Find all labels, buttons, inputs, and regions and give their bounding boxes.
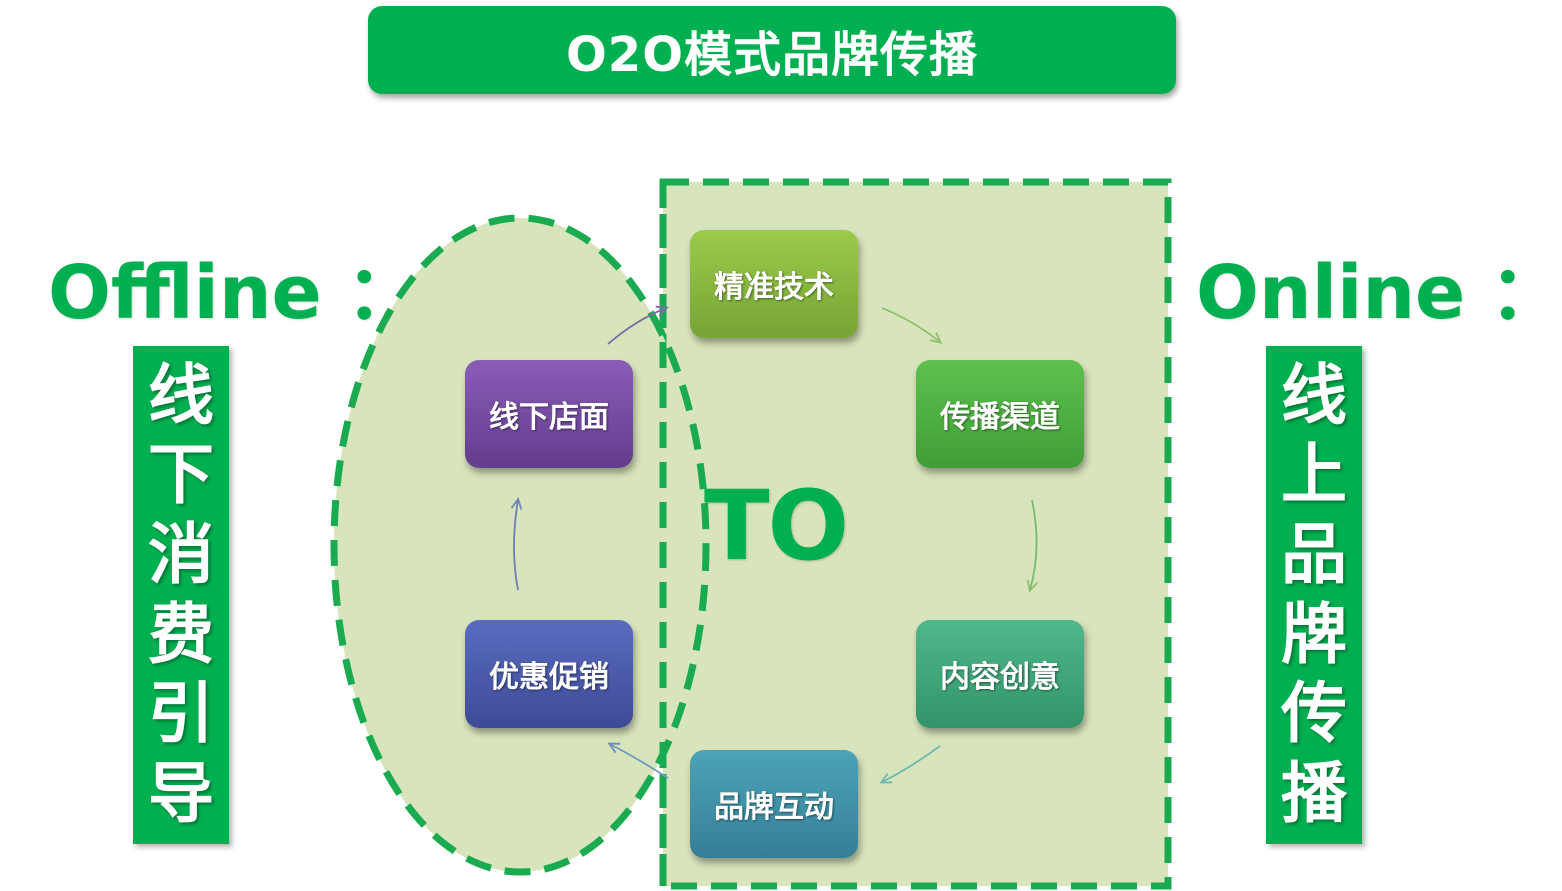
node-brand-interaction: 品牌互动 [690,750,858,858]
node-content-creative: 内容创意 [916,620,1084,728]
offline-char: 下 [148,436,214,514]
title-banner: O2O模式品牌传播 [368,6,1176,94]
arrow-store-to-tech [607,305,669,345]
online-colon: ： [1489,250,1562,336]
online-label: Online [1196,250,1466,336]
offline-label: Offline [48,250,322,336]
offline-char: 导 [148,755,214,833]
node-label: 线下店面 [489,400,609,435]
node-label: 内容创意 [940,660,1060,695]
arrow-tech-to-channel [881,307,943,344]
page-title: O2O模式品牌传播 [565,27,978,83]
node-label: 优惠促销 [489,660,609,695]
offline-vertical-banner: 线 下 消 费 引 导 [133,346,229,844]
offline-char: 费 [148,595,214,673]
offline-colon: ： [345,250,420,336]
offline-char: 线 [148,356,214,434]
online-char: 播 [1281,755,1347,833]
offline-char: 引 [148,675,214,753]
node-label: 传播渠道 [940,400,1060,435]
online-vertical-banner: 线 上 品 牌 传 播 [1266,346,1362,844]
arrow-interaction-to-promotion [607,742,669,779]
node-label: 精准技术 [714,270,834,305]
arrow-channel-to-content [1026,499,1038,593]
offline-heading: Offline ： [48,248,420,338]
arrow-content-to-interaction [879,745,941,784]
offline-char: 消 [148,516,214,594]
to-label: TO [704,470,849,582]
online-char: 上 [1281,436,1347,514]
online-char: 传 [1281,675,1347,753]
arrow-promotion-to-store [510,497,523,591]
online-char: 品 [1281,516,1347,594]
node-channel: 传播渠道 [916,360,1084,468]
online-char: 线 [1281,356,1347,434]
online-char: 牌 [1281,595,1347,673]
online-heading: Online ： [1196,248,1562,338]
node-promotion: 优惠促销 [465,620,633,728]
node-label: 品牌互动 [714,790,834,825]
node-precision-tech: 精准技术 [690,230,858,338]
node-offline-store: 线下店面 [465,360,633,468]
